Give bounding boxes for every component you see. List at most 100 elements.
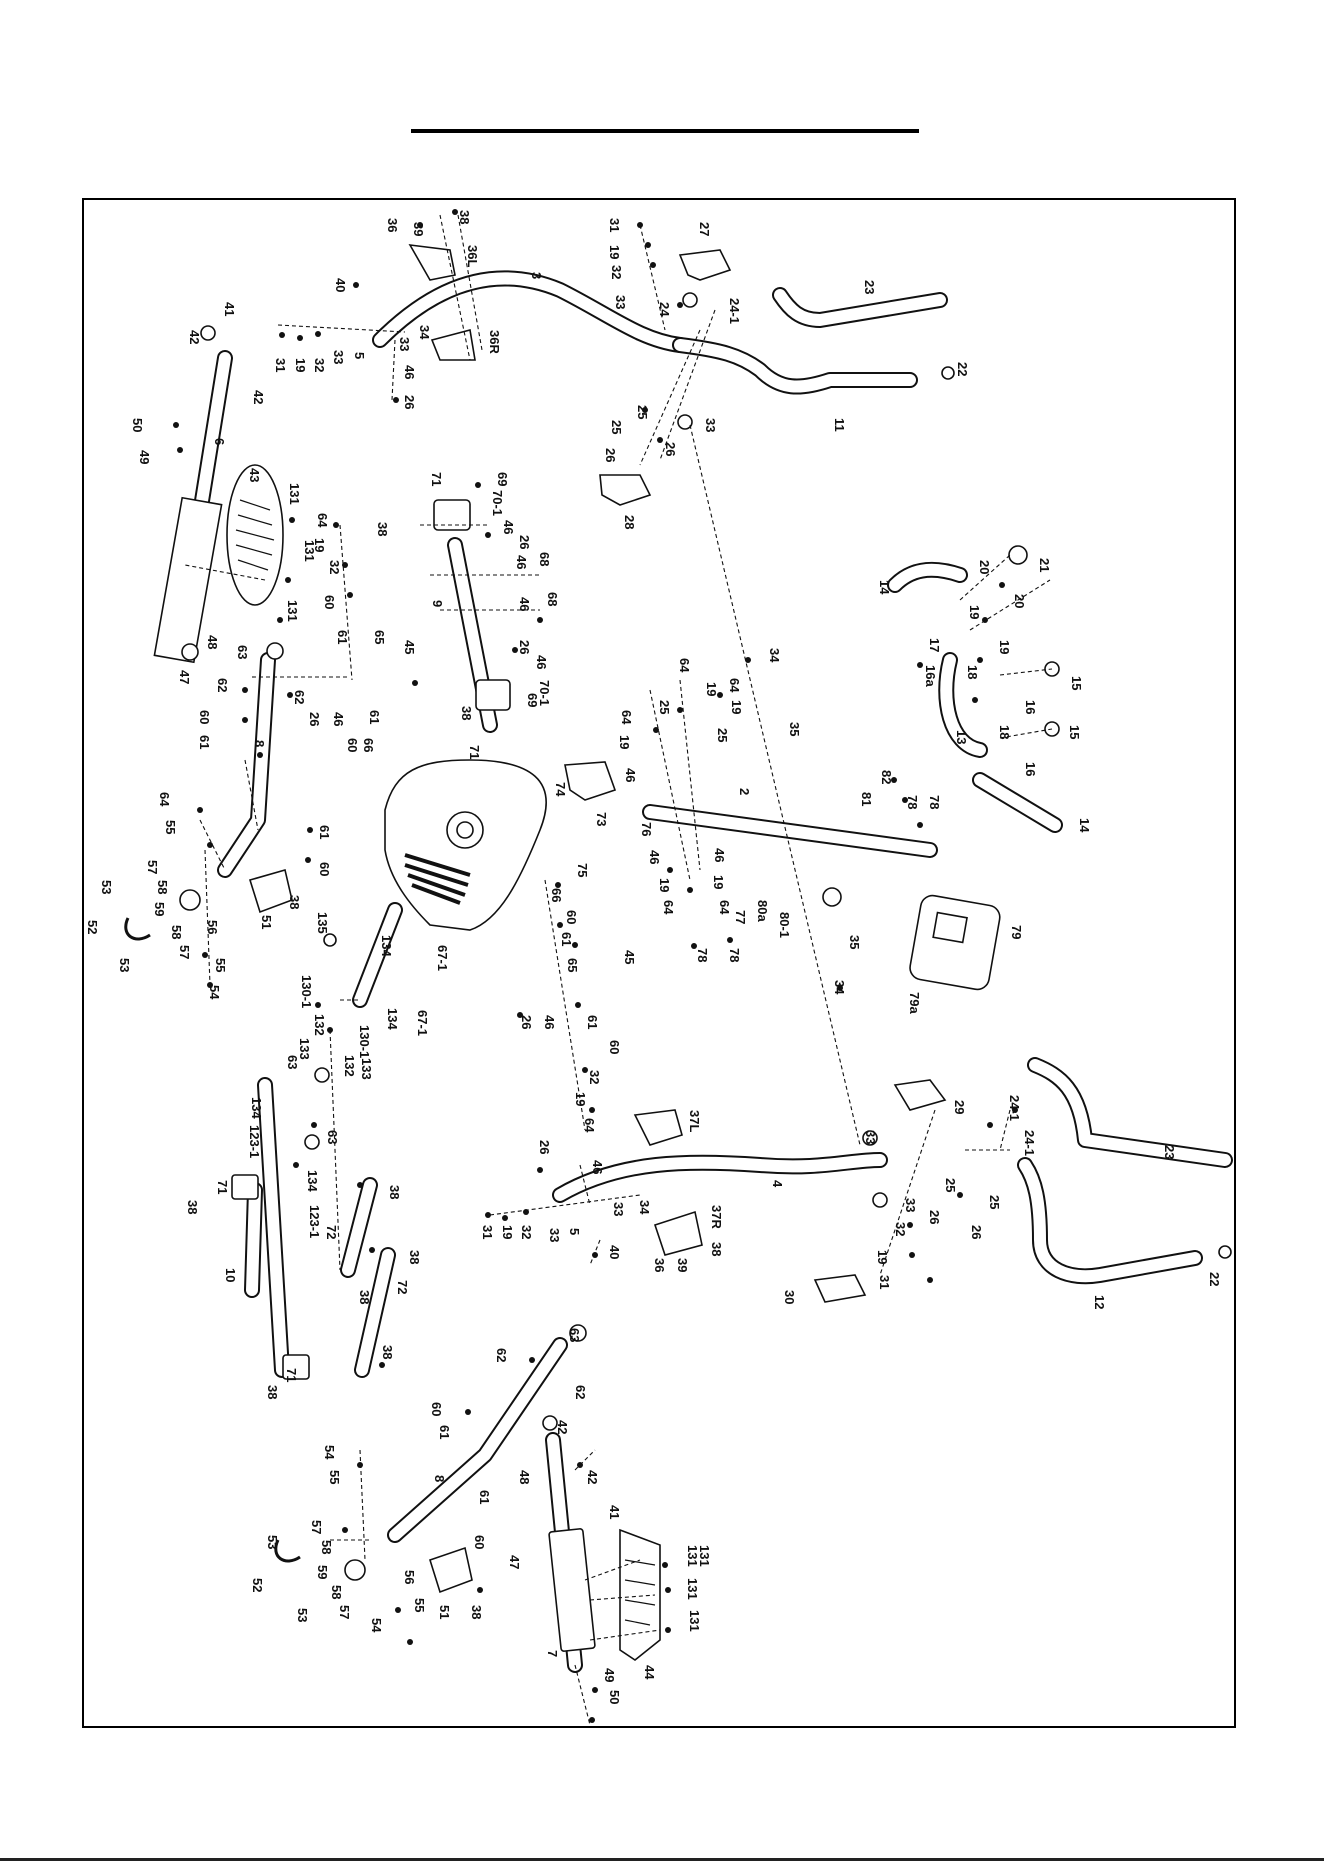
- callout: 80a: [755, 900, 770, 922]
- callout: 46: [331, 712, 346, 726]
- callout: 81: [859, 792, 874, 806]
- callout: 52: [85, 920, 100, 934]
- callout: 34: [417, 325, 432, 340]
- page-bottom-edge: [0, 1858, 1324, 1861]
- callout: 19: [997, 640, 1012, 654]
- callout: 63: [285, 1055, 300, 1069]
- callout: 33: [863, 1130, 878, 1144]
- part-51-cover: [248, 868, 293, 914]
- callout: 53: [99, 880, 114, 894]
- callout: 64: [619, 710, 634, 725]
- part-51-cover-lower: [429, 1546, 473, 1594]
- callout: 64: [157, 792, 172, 807]
- callout: 14: [877, 580, 892, 595]
- callout: 28: [622, 515, 637, 529]
- callout: 62: [573, 1385, 588, 1399]
- part-9-tube: [433, 499, 511, 733]
- callout: 49: [137, 450, 152, 464]
- callout: 7: [545, 1650, 560, 1657]
- part-74-cover: [564, 761, 617, 801]
- callout: 33: [331, 350, 346, 364]
- callout: 32: [893, 1222, 908, 1236]
- callout: 19: [312, 538, 327, 552]
- callout: 55: [213, 958, 228, 972]
- callout: 78: [927, 795, 942, 809]
- callout: 54: [207, 985, 222, 1000]
- part-36L-cover: [408, 244, 456, 281]
- callout: 26: [537, 1140, 552, 1154]
- callout: 30: [782, 1290, 797, 1304]
- callout: 64: [582, 1118, 597, 1133]
- part-23-handle-upper: [772, 287, 948, 328]
- bolts-and-washers: [173, 209, 1018, 1723]
- callout: 51: [259, 915, 274, 929]
- callout: 33: [703, 418, 718, 432]
- callout: 61: [477, 1490, 492, 1504]
- callout: 59: [315, 1565, 330, 1579]
- callout: 35: [787, 722, 802, 736]
- part-44-pedal: [619, 1528, 661, 1661]
- callout: 123-1: [307, 1205, 322, 1238]
- callout: 38: [287, 895, 302, 909]
- callout: 132: [312, 1014, 327, 1036]
- callout: 132: [342, 1055, 357, 1077]
- callout: 26: [519, 1015, 534, 1029]
- callout: 20: [1012, 594, 1027, 608]
- part-7-pedal-arm: [545, 1432, 596, 1673]
- callout: 46: [402, 365, 417, 379]
- callout: 66: [549, 888, 564, 902]
- callout: 55: [412, 1598, 427, 1612]
- callout: 24-1: [727, 298, 742, 324]
- callout: 38: [469, 1605, 484, 1619]
- callout: 69: [495, 472, 510, 486]
- callout: 62: [292, 690, 307, 704]
- callout: 135: [315, 912, 330, 934]
- callout: 46: [542, 1015, 557, 1029]
- callout: 53: [295, 1608, 310, 1622]
- callout: 61: [335, 630, 350, 644]
- callout: 61: [585, 1015, 600, 1029]
- callout: 21: [1037, 558, 1052, 572]
- callout: 24: [657, 302, 672, 317]
- callout: 56: [402, 1570, 417, 1584]
- callout: 23: [862, 280, 877, 294]
- callout: 61: [197, 735, 212, 749]
- callout: 25: [635, 405, 650, 419]
- callout: 25: [987, 1195, 1002, 1209]
- callout: 35: [847, 935, 862, 949]
- callout: 25: [657, 700, 672, 714]
- callout: 57: [177, 945, 192, 959]
- callout: 32: [609, 265, 624, 279]
- callout: 79: [1009, 925, 1024, 939]
- callout: 71: [284, 1368, 299, 1382]
- callout: 53: [117, 958, 132, 972]
- part-71-endcaps: [231, 1174, 310, 1380]
- callout: 131: [285, 600, 300, 622]
- callout: 63: [235, 645, 250, 659]
- callout: 44: [642, 1665, 657, 1680]
- callout: 57: [309, 1520, 324, 1534]
- callout: 4: [770, 1180, 785, 1188]
- callout: 53: [265, 1535, 280, 1549]
- callout: 134: [249, 1097, 264, 1119]
- callout: 38: [709, 1242, 724, 1256]
- callout: 36: [652, 1258, 667, 1272]
- callout: 46: [534, 655, 549, 669]
- callout: 61: [559, 932, 574, 946]
- part-52-53-handles: [124, 917, 301, 1563]
- part-3-upper-arm: [372, 270, 688, 353]
- title-underline: [411, 129, 919, 133]
- callout: 20: [977, 560, 992, 574]
- callout: 49: [602, 1668, 617, 1682]
- callout: 19: [500, 1225, 515, 1239]
- callout: 5: [567, 1228, 582, 1235]
- callout: 14: [1077, 818, 1092, 833]
- callout: 37L: [687, 1110, 702, 1132]
- callout: 38: [459, 706, 474, 720]
- callout: 65: [565, 958, 580, 972]
- callout: 64: [727, 678, 742, 693]
- part-27-bracket: [678, 249, 732, 281]
- callout: 19: [711, 875, 726, 889]
- callout: 18: [997, 725, 1012, 739]
